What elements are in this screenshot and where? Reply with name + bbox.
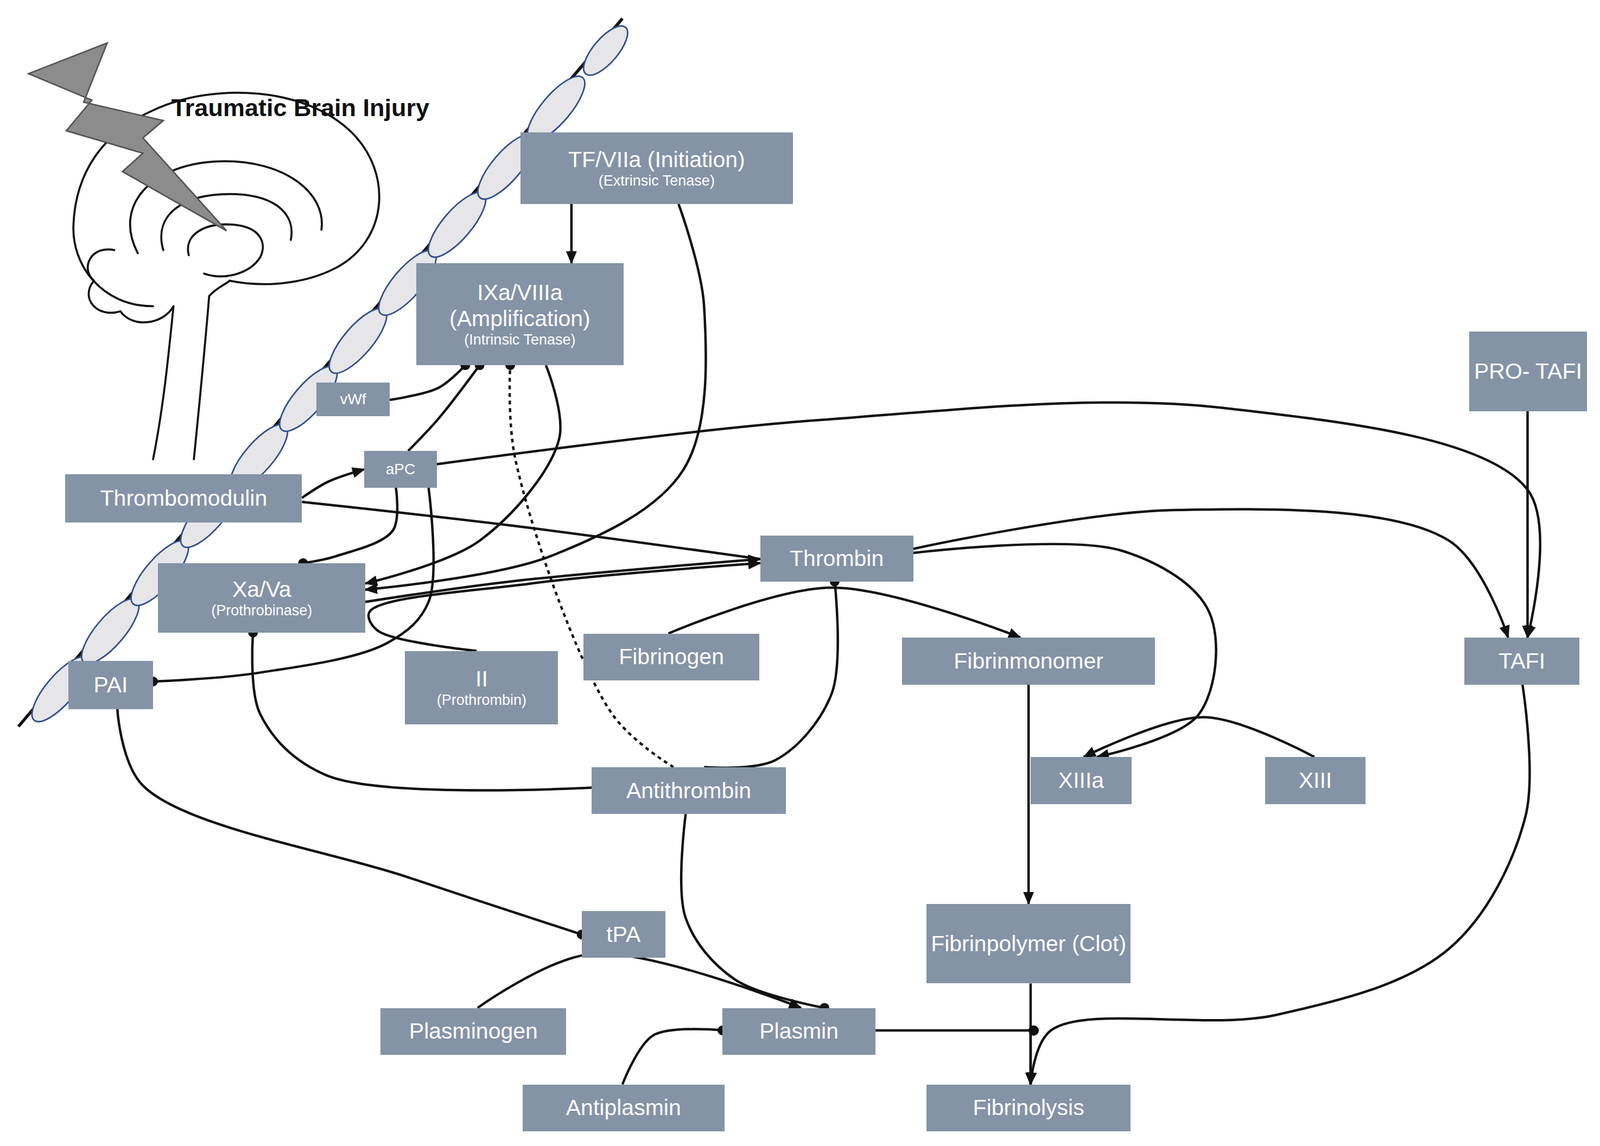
cerebellum xyxy=(87,249,174,323)
box-title: PAI xyxy=(93,672,128,698)
box-title: II xyxy=(475,666,488,692)
process-box: PAI xyxy=(68,661,154,709)
box-subtitle: (Prothrobinase) xyxy=(211,602,313,620)
box-title: Fibrinpolymer (Clot) xyxy=(930,931,1127,957)
box-subtitle: (Prothrombin) xyxy=(436,691,527,709)
connector xyxy=(913,544,1217,758)
process-box: IXa/VIIIa (Amplification)(Intrinsic Tena… xyxy=(416,263,624,366)
process-box: PRO- TAFI xyxy=(1469,331,1587,412)
vessel-wall xyxy=(18,18,623,727)
box-title: tPA xyxy=(606,922,641,948)
box-subtitle: (Extrinsic Tenase) xyxy=(598,172,715,190)
connector xyxy=(301,469,365,499)
brainstem xyxy=(153,306,174,460)
connector xyxy=(302,487,398,564)
connector xyxy=(1083,717,1315,758)
connector xyxy=(301,502,760,560)
box-title: Thrombomodulin xyxy=(100,485,268,512)
process-box: Fibrinpolymer (Clot) xyxy=(926,904,1131,984)
box-title: Fibrinolysis xyxy=(973,1095,1085,1121)
connector xyxy=(1526,411,1529,638)
box-title: IXa/VIIIa (Amplification) xyxy=(420,280,620,332)
connector xyxy=(477,953,802,1008)
box-subtitle: (Intrinsic Tenase) xyxy=(464,331,576,349)
box-title: Xa/Va xyxy=(232,576,292,603)
process-box: tPA xyxy=(581,911,666,958)
process-box: Plasmin xyxy=(722,1008,876,1056)
box-title: Antiplasmin xyxy=(566,1095,682,1121)
process-box: TAFI xyxy=(1464,637,1580,685)
brainstem xyxy=(208,280,230,296)
process-box: Antithrombin xyxy=(591,767,786,815)
connector xyxy=(117,709,582,936)
process-box: Fibrinmonomer xyxy=(902,637,1155,685)
connector xyxy=(1030,684,1530,1085)
box-title: Fibrinmonomer xyxy=(953,648,1104,675)
process-box: Plasminogen xyxy=(380,1008,567,1056)
process-box: XIIIa xyxy=(1030,757,1132,804)
connector xyxy=(875,1030,1031,1085)
box-title: Plasmin xyxy=(759,1018,839,1045)
process-box: II(Prothrombin) xyxy=(404,651,558,725)
process-box: vWf xyxy=(316,382,390,417)
box-title: TF/VIIa (Initiation) xyxy=(568,147,746,173)
connector xyxy=(668,587,1021,638)
process-box: Fibrinogen xyxy=(583,633,759,681)
connector xyxy=(570,204,574,264)
connector xyxy=(1029,983,1033,1085)
box-title: XIII xyxy=(1298,767,1333,794)
box-title: XIIIa xyxy=(1058,767,1104,794)
box-title: TAFI xyxy=(1498,648,1546,675)
process-box: Antiplasmin xyxy=(522,1084,725,1132)
endothelial-cell xyxy=(576,19,636,82)
connector xyxy=(408,365,480,452)
process-box: Fibrinolysis xyxy=(926,1084,1131,1132)
connector xyxy=(365,204,707,590)
box-title: PRO- TAFI xyxy=(1474,358,1583,385)
process-box: Thrombin xyxy=(760,535,914,582)
lightning-bolt xyxy=(28,42,227,231)
connector xyxy=(252,632,593,791)
connector xyxy=(436,402,1541,638)
box-title: Antithrombin xyxy=(626,778,752,804)
connector xyxy=(389,365,466,400)
process-box: aPC xyxy=(364,451,437,488)
process-box: XIII xyxy=(1265,757,1365,804)
process-box: Xa/Va(Prothrobinase) xyxy=(157,563,366,633)
box-title: vWf xyxy=(339,390,366,409)
box-title: Thrombin xyxy=(789,545,884,572)
brainstem xyxy=(193,296,209,460)
process-box: Thrombomodulin xyxy=(65,474,302,523)
figure-label: Traumatic Brain Injury xyxy=(171,93,430,123)
connector xyxy=(1027,684,1031,905)
box-title: Plasminogen xyxy=(409,1018,538,1045)
box-title: Fibrinogen xyxy=(618,644,725,670)
brain-fold xyxy=(187,224,263,277)
process-box: TF/VIIa (Initiation)(Extrinsic Tenase) xyxy=(520,132,793,205)
connector xyxy=(681,814,825,1008)
connector xyxy=(365,365,561,584)
connector xyxy=(622,1029,723,1085)
box-title: aPC xyxy=(385,460,416,479)
